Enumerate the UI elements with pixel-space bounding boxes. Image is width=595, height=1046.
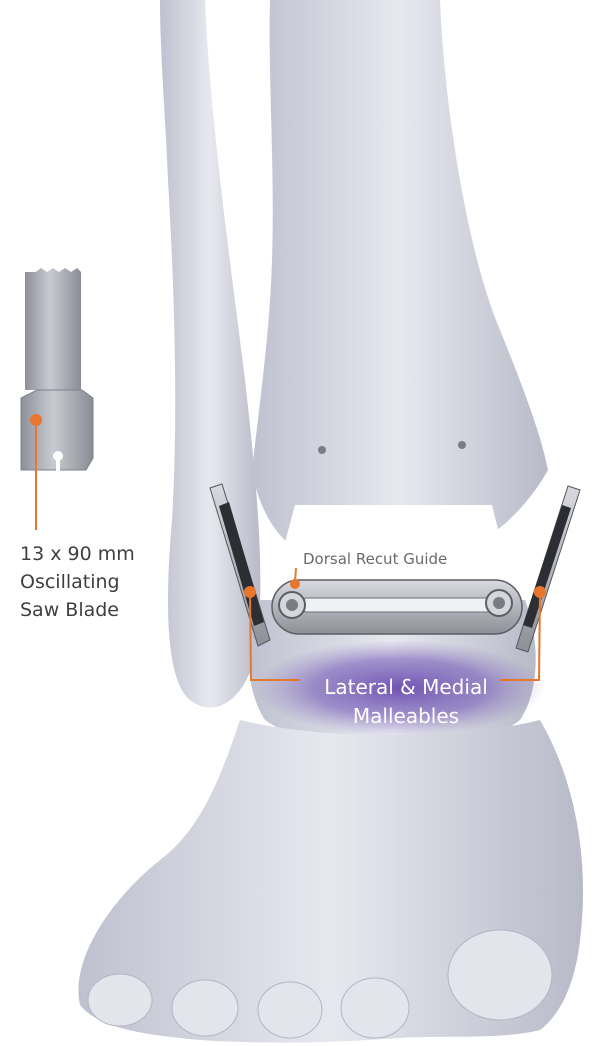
pin-hole [318, 446, 326, 454]
saw-blade-label-line1: 13 x 90 mm [20, 540, 135, 568]
pin-hole [458, 441, 466, 449]
saw-blade-label-line2: Oscillating [20, 568, 135, 596]
saw-blade [21, 268, 93, 494]
recut-guide-label: Dorsal Recut Guide [303, 550, 447, 568]
lateral-malleable-callout-dot [244, 586, 256, 598]
medial-malleable-callout-dot [534, 586, 546, 598]
dorsal-recut-guide [272, 580, 522, 634]
medial-malleable [516, 486, 580, 652]
saw-blade-callout-dot [30, 414, 42, 426]
saw-blade-label: 13 x 90 mm Oscillating Saw Blade [20, 540, 135, 624]
malleables-label-line2: Malleables [246, 702, 566, 731]
malleables-label: Lateral & Medial Malleables [246, 673, 566, 731]
saw-blade-label-line3: Saw Blade [20, 596, 135, 624]
malleables-label-line1: Lateral & Medial [246, 673, 566, 702]
tibia [252, 0, 548, 560]
recut-guide-callout-dot [290, 579, 300, 589]
